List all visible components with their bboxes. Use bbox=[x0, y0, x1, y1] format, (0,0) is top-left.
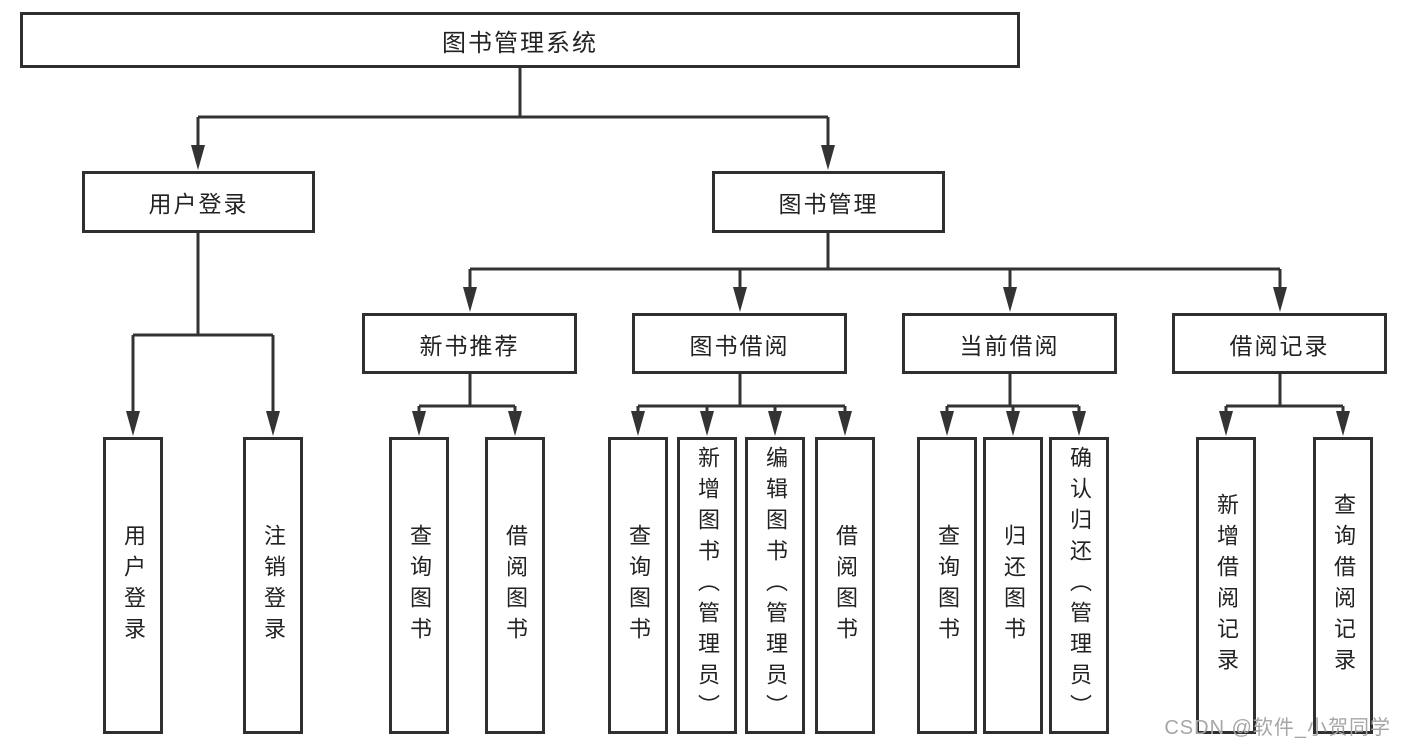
node-query-books-current: 查询图书 bbox=[917, 437, 977, 734]
node-label: 图书管理 bbox=[778, 191, 879, 217]
arrowhead-icon bbox=[412, 411, 426, 436]
node-label: 查询借阅记录 bbox=[1331, 492, 1356, 679]
arrowhead-icon bbox=[126, 411, 140, 436]
node-label: 新增借阅记录 bbox=[1214, 492, 1239, 679]
node-label: 查询图书 bbox=[626, 523, 651, 648]
node-logout: 注销登录 bbox=[243, 437, 303, 734]
connector-root-to-level2 bbox=[196, 67, 830, 147]
node-label: 用户登录 bbox=[121, 523, 146, 648]
node-confirm-return-admin: 确认归还（管理员） bbox=[1049, 437, 1109, 734]
node-label: 查询图书 bbox=[407, 523, 432, 648]
node-label: 图书管理系统 bbox=[442, 29, 598, 57]
csdn-watermark: CSDN @软件_小贺同学 bbox=[1164, 717, 1391, 739]
arrowhead-icon bbox=[768, 411, 782, 436]
node-return-books: 归还图书 bbox=[983, 437, 1043, 734]
connector-book-management-to-level3 bbox=[468, 233, 1282, 290]
arrowhead-icon bbox=[463, 287, 477, 312]
node-label: 查询图书 bbox=[935, 523, 960, 648]
connector-book-borrowing-to-children bbox=[636, 374, 847, 412]
connector-borrowing-records-to-children bbox=[1224, 374, 1345, 412]
node-borrowing-records: 借阅记录 bbox=[1172, 313, 1387, 374]
node-label: 归还图书 bbox=[1001, 523, 1026, 648]
node-book-management: 图书管理 bbox=[712, 171, 945, 233]
arrowhead-icon bbox=[821, 145, 835, 170]
arrowhead-icon bbox=[838, 411, 852, 436]
arrowhead-icon bbox=[940, 411, 954, 436]
arrowhead-icon bbox=[1273, 287, 1287, 312]
node-label: 编辑图书（管理员） bbox=[763, 446, 788, 725]
node-user-login: 用户登录 bbox=[82, 171, 315, 233]
node-label: 借阅图书 bbox=[503, 523, 528, 648]
connector-new-book-recommend-to-children bbox=[417, 374, 517, 412]
arrowhead-icon bbox=[1336, 411, 1350, 436]
node-borrow-books: 借阅图书 bbox=[815, 437, 875, 734]
node-book-borrowing: 图书借阅 bbox=[632, 313, 847, 374]
node-new-book-recommend: 新书推荐 bbox=[362, 313, 577, 374]
node-user-login-leaf: 用户登录 bbox=[103, 437, 163, 734]
node-label: 借阅图书 bbox=[833, 523, 858, 648]
arrowhead-icon bbox=[266, 411, 280, 436]
node-add-books-admin: 新增图书（管理员） bbox=[677, 437, 737, 734]
connector-current-borrowing-to-children bbox=[945, 374, 1081, 412]
node-label: 确认归还（管理员） bbox=[1067, 446, 1092, 725]
node-label: 用户登录 bbox=[148, 191, 249, 217]
arrowhead-icon bbox=[1072, 411, 1086, 436]
arrowhead-icon bbox=[508, 411, 522, 436]
arrowhead-icon bbox=[1003, 287, 1017, 312]
node-label: 注销登录 bbox=[261, 523, 286, 648]
arrowhead-icon bbox=[1006, 411, 1020, 436]
arrowhead-icon bbox=[700, 411, 714, 436]
node-label: 新书推荐 bbox=[419, 332, 520, 359]
arrowhead-icon bbox=[1219, 411, 1233, 436]
node-label: 当前借阅 bbox=[959, 332, 1060, 359]
node-label: 借阅记录 bbox=[1229, 332, 1330, 359]
node-library-management-system: 图书管理系统 bbox=[20, 12, 1020, 68]
arrowhead-icon bbox=[733, 287, 747, 312]
node-borrow-books-recommend: 借阅图书 bbox=[485, 437, 545, 734]
connector-user-login-to-children bbox=[131, 233, 275, 412]
arrowhead-icon bbox=[191, 145, 205, 170]
node-current-borrowing: 当前借阅 bbox=[902, 313, 1117, 374]
node-query-books-borrowing: 查询图书 bbox=[608, 437, 668, 734]
node-query-books-recommend: 查询图书 bbox=[389, 437, 449, 734]
node-add-borrow-record: 新增借阅记录 bbox=[1196, 437, 1256, 734]
arrowhead-icon bbox=[631, 411, 645, 436]
node-label: 图书借阅 bbox=[689, 332, 790, 359]
node-query-borrow-record: 查询借阅记录 bbox=[1313, 437, 1373, 734]
node-label: 新增图书（管理员） bbox=[695, 446, 720, 725]
node-edit-books-admin: 编辑图书（管理员） bbox=[745, 437, 805, 734]
